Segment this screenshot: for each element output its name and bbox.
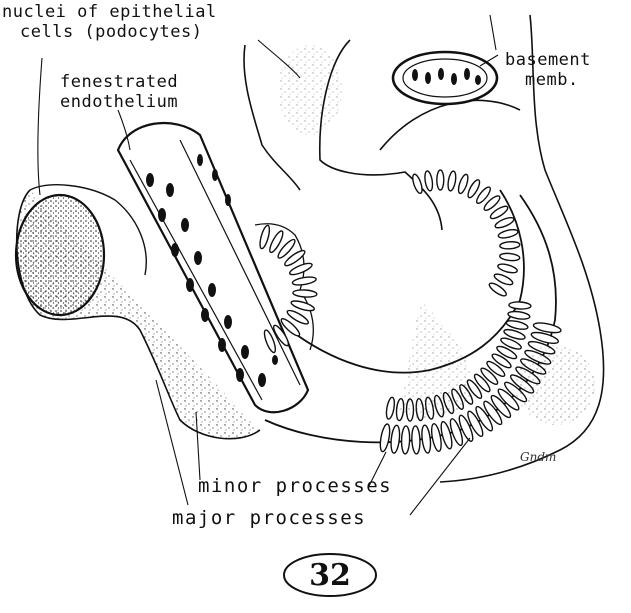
foot-process: [292, 276, 317, 287]
plate-number: 32: [283, 552, 377, 598]
foot-process: [258, 225, 271, 250]
label-basement: basement memb.: [505, 50, 591, 90]
foot-process: [509, 301, 531, 309]
foot-process: [497, 262, 518, 274]
foot-process: [499, 253, 520, 262]
foot-process: [498, 228, 519, 239]
foot-process: [508, 310, 531, 320]
foot-process: [290, 299, 315, 313]
stipple-right: [515, 345, 595, 425]
foot-process: [457, 173, 470, 194]
faint-nucleus: [278, 45, 342, 135]
foot-process: [447, 171, 457, 192]
nucleus-left: [16, 195, 104, 315]
foot-process: [424, 170, 434, 191]
label-minor-processes: minor processes: [198, 476, 392, 496]
foot-process: [421, 425, 432, 454]
foot-process: [385, 397, 396, 420]
label-fenestrated: fenestrated endothelium: [60, 72, 178, 112]
foot-process: [411, 426, 420, 454]
foot-process: [500, 241, 520, 249]
foot-process: [411, 173, 424, 194]
foot-process: [401, 426, 410, 454]
signature: Gndm: [520, 450, 556, 464]
foot-process: [293, 289, 317, 297]
foot-process: [390, 425, 401, 454]
foot-process: [437, 170, 444, 190]
label-nuclei: nuclei of epithelial cells (podocytes): [2, 2, 217, 42]
basement-tubule: [393, 52, 497, 104]
label-major-processes: major processes: [172, 508, 366, 528]
slit-stipple: [400, 300, 472, 419]
foot-process: [379, 423, 392, 452]
